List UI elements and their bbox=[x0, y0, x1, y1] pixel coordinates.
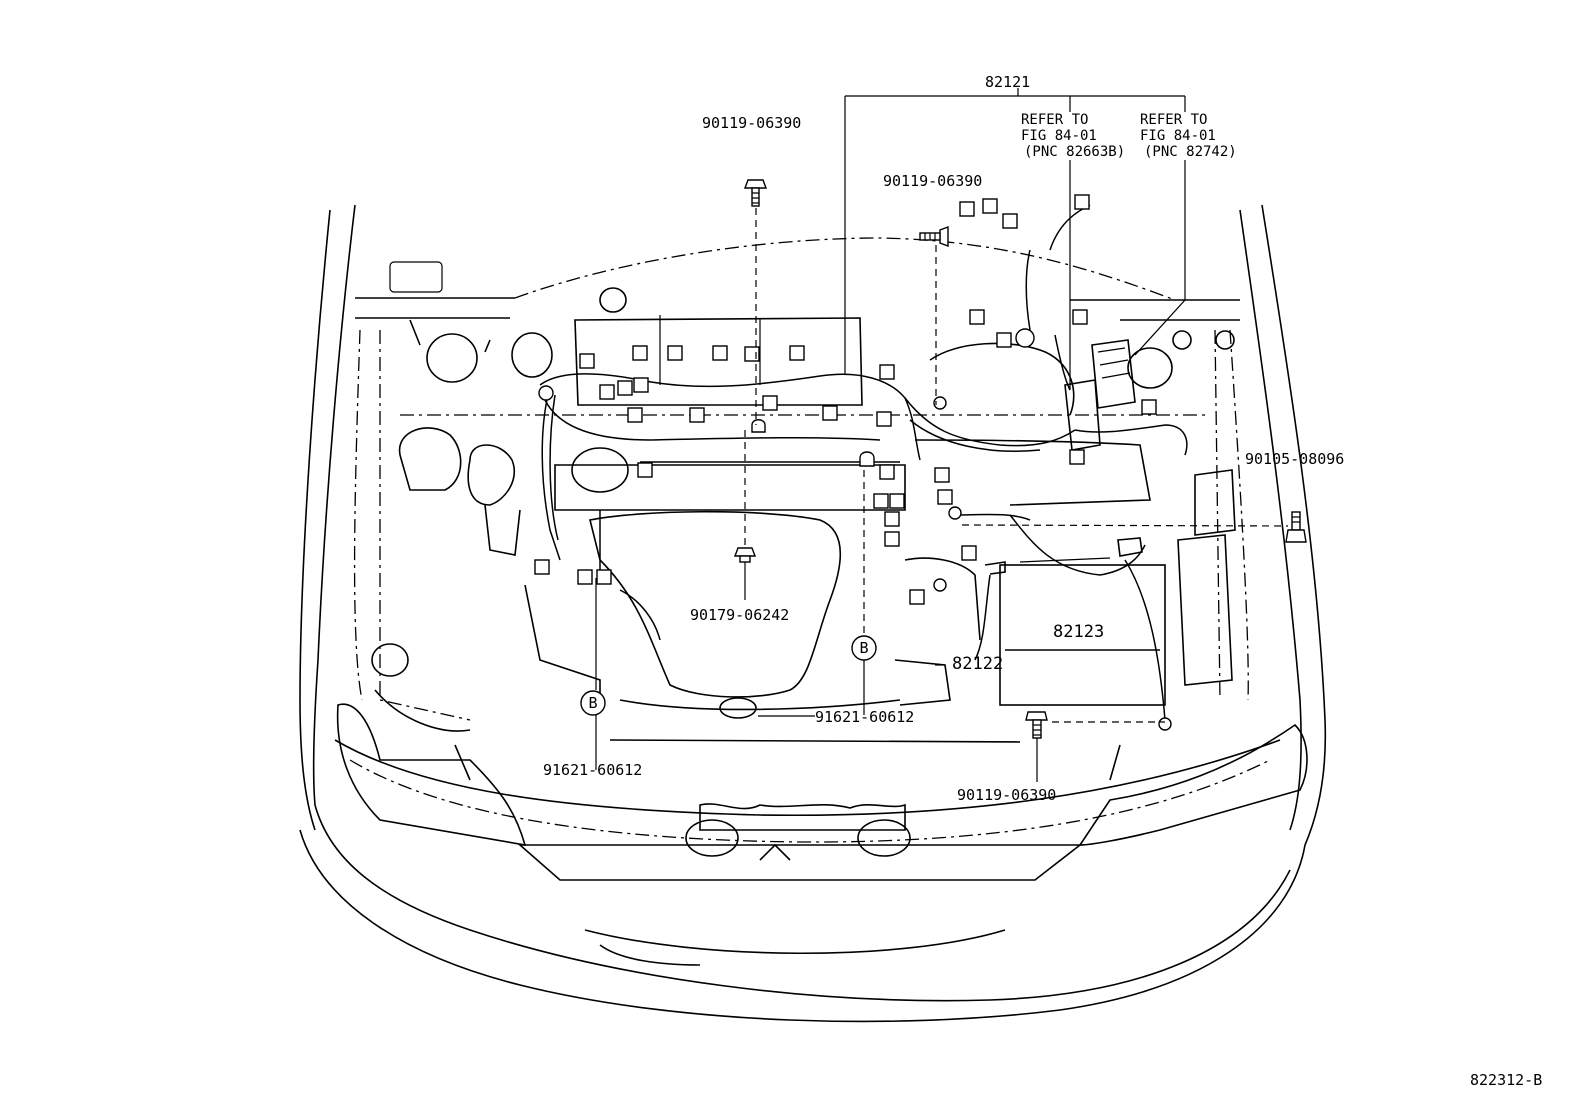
car-body-outline bbox=[299, 204, 1327, 1023]
label-harness-battery: 82123 bbox=[1053, 622, 1104, 642]
refer-note-left: REFER TO FIG 84-01 (PNC 82663B) bbox=[1021, 112, 1125, 160]
refer-left-line1: REFER TO bbox=[1021, 112, 1088, 128]
label-harness-main: 82121 bbox=[985, 73, 1030, 91]
fasteners bbox=[733, 179, 1307, 739]
marker-b-center: B bbox=[851, 635, 877, 661]
clip-icon bbox=[859, 451, 875, 467]
label-nut-center: 90179-06242 bbox=[690, 606, 789, 624]
engine-bay bbox=[371, 261, 1236, 743]
connectors bbox=[534, 194, 1157, 605]
leader-lines bbox=[595, 88, 1289, 782]
nut-icon bbox=[733, 547, 757, 563]
label-bolt-top-mid: 90119-06390 bbox=[883, 172, 982, 190]
label-harness-ground: 82122 bbox=[952, 654, 1003, 674]
harness-wires bbox=[539, 204, 1188, 721]
part-labels: 82121 90119-06390 90119-06390 90105-0809… bbox=[543, 73, 1344, 804]
refer-right-line2: FIG 84-01 bbox=[1140, 128, 1216, 144]
marker-b-text: B bbox=[859, 639, 868, 657]
clip-icon bbox=[751, 419, 766, 433]
label-bolt-right: 90105-08096 bbox=[1245, 450, 1344, 468]
bolt-icon bbox=[919, 225, 949, 248]
ground-terminals bbox=[933, 506, 1172, 731]
refer-note-right: REFER TO FIG 84-01 (PNC 82742) bbox=[1140, 112, 1237, 160]
bolt-icon bbox=[743, 179, 768, 207]
refer-right-line3: (PNC 82742) bbox=[1144, 144, 1237, 160]
label-clamp-left: 91621-60612 bbox=[543, 761, 642, 779]
label-bolt-bottom: 90119-06390 bbox=[957, 786, 1056, 804]
refer-left-line2: FIG 84-01 bbox=[1021, 128, 1097, 144]
refer-left-line3: (PNC 82663B) bbox=[1024, 144, 1125, 160]
bolt-icon bbox=[1285, 511, 1307, 543]
refer-right-line1: REFER TO bbox=[1140, 112, 1207, 128]
marker-b-left: B bbox=[580, 690, 606, 716]
marker-b-text: B bbox=[588, 694, 597, 712]
bolt-icon bbox=[1025, 711, 1048, 739]
figure-code: 822312-B bbox=[1470, 1071, 1542, 1089]
label-clamp-center: 91621-60612 bbox=[815, 708, 914, 726]
label-bolt-top-left: 90119-06390 bbox=[702, 114, 801, 132]
